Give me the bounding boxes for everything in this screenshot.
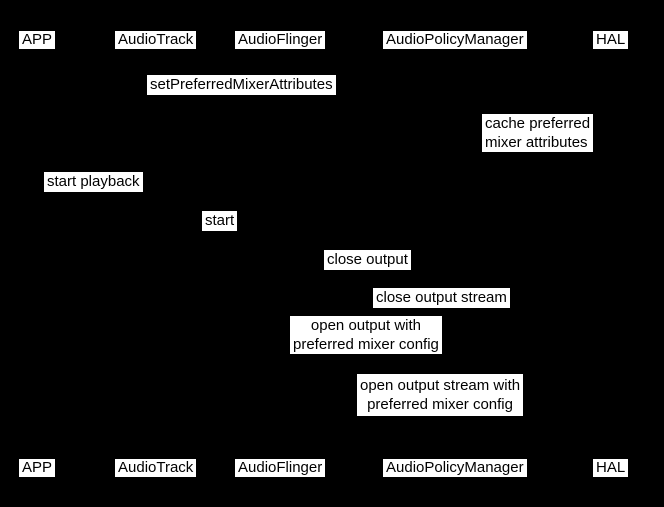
message-start: start: [202, 211, 238, 231]
message-start-playback: start playback: [44, 172, 143, 192]
participant-top-hal: HAL: [593, 31, 629, 49]
message-set-preferred-mixer-attributes: setPreferredMixerAttributes: [147, 75, 336, 95]
message-close-output-stream: close output stream: [373, 288, 510, 308]
participant-top-audiopolicymanager: AudioPolicyManager: [383, 31, 527, 49]
participant-top-app: APP: [19, 31, 56, 49]
participant-top-audioflinger: AudioFlinger: [235, 31, 326, 49]
participant-bottom-hal: HAL: [593, 459, 629, 477]
message-close-output: close output: [324, 250, 411, 270]
participant-bottom-app: APP: [19, 459, 56, 477]
message-open-output-stream-with-preferred-mixer-config: open output stream with preferred mixer …: [357, 374, 524, 416]
participant-bottom-audiopolicymanager: AudioPolicyManager: [383, 459, 527, 477]
participant-top-audiotrack: AudioTrack: [115, 31, 197, 49]
message-cache-preferred-mixer-attributes: cache preferred mixer attributes: [482, 114, 594, 152]
participant-bottom-audiotrack: AudioTrack: [115, 459, 197, 477]
participant-bottom-audioflinger: AudioFlinger: [235, 459, 326, 477]
message-open-output-with-preferred-mixer-config: open output with preferred mixer config: [290, 316, 442, 354]
